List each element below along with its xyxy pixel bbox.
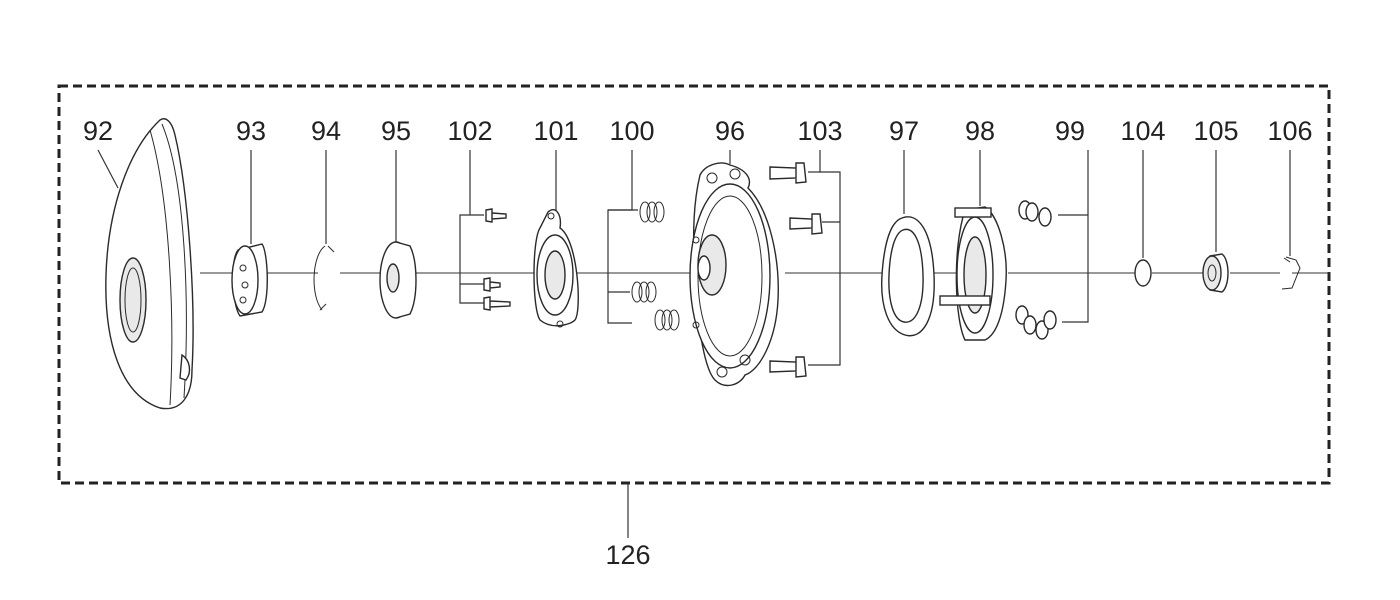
- part-101-retainer: [533, 150, 579, 328]
- part-106-clip: [1281, 150, 1301, 290]
- callout-105: 105: [1193, 116, 1238, 146]
- part-94-clip: [313, 150, 335, 311]
- callout-97: 97: [889, 116, 919, 146]
- callout-101: 101: [533, 116, 578, 146]
- part-98-plate: [939, 150, 1007, 341]
- part-104-washer: [1134, 150, 1152, 287]
- part-102-screws: [459, 150, 511, 311]
- callout-92: 92: [83, 116, 113, 146]
- callout-100: 100: [609, 116, 654, 146]
- callout-98: 98: [965, 116, 995, 146]
- part-97-ring: [881, 150, 935, 337]
- callout-126: 126: [605, 540, 650, 570]
- part-92-side-cover: [97, 118, 194, 410]
- callout-103: 103: [797, 116, 842, 146]
- part-100-springs: [607, 150, 680, 331]
- part-105-bearing: [1202, 150, 1229, 293]
- part-93-cap: [231, 150, 268, 317]
- callout-104: 104: [1120, 116, 1165, 146]
- callout-102: 102: [447, 116, 492, 146]
- part-96-side-frame: [689, 150, 779, 387]
- callout-95: 95: [381, 116, 411, 146]
- callout-93: 93: [236, 116, 266, 146]
- callout-94: 94: [311, 116, 341, 146]
- callout-96: 96: [715, 116, 745, 146]
- assembly-group-frame: [57, 84, 1331, 485]
- part-103-screws: [769, 150, 841, 378]
- callout-106: 106: [1267, 116, 1312, 146]
- part-95-gear: [379, 150, 417, 319]
- callout-99: 99: [1055, 116, 1085, 146]
- part-99-rollers: [1015, 150, 1089, 340]
